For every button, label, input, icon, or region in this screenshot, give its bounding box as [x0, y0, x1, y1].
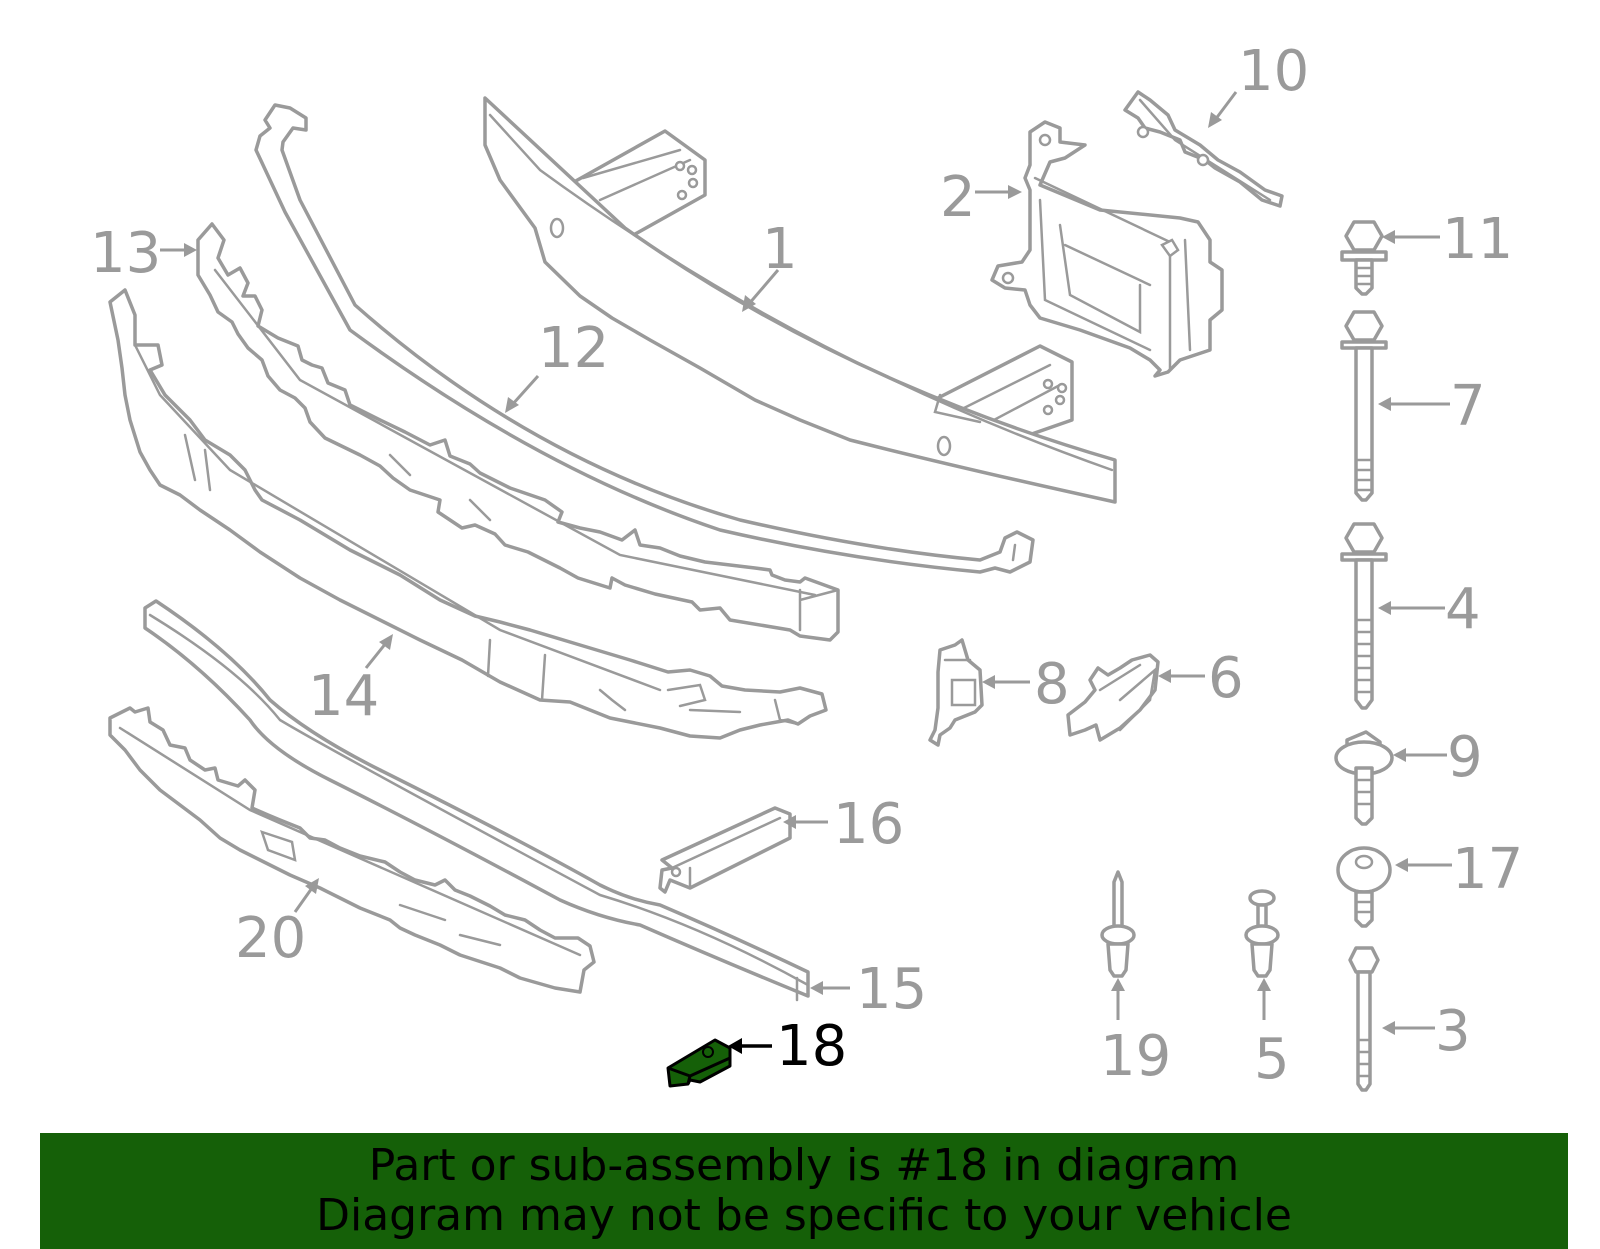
callout-18-highlighted: 18 [776, 1014, 847, 1079]
callout-13: 13 [90, 221, 161, 286]
callout-7: 7 [1450, 374, 1486, 439]
part-7-bolt [1340, 310, 1388, 502]
callout-16: 16 [833, 792, 904, 857]
callout-9: 9 [1447, 725, 1483, 790]
part-18-clip-highlighted[interactable] [666, 1038, 732, 1088]
part-14-lower-carrier [108, 288, 828, 740]
part-4-bolt [1340, 522, 1388, 710]
callout-19: 19 [1100, 1024, 1171, 1089]
part-1-bumper-reinforcement [483, 96, 1117, 504]
callout-3: 3 [1435, 999, 1471, 1064]
part-9-screw [1334, 730, 1394, 826]
callout-17: 17 [1452, 837, 1523, 902]
part-12-absorber-strip [254, 103, 1035, 574]
callout-10: 10 [1238, 39, 1309, 104]
part-5-rivet [1244, 889, 1280, 978]
part-16-bar [658, 806, 792, 894]
callout-15: 15 [856, 957, 927, 1022]
callout-6: 6 [1208, 646, 1244, 711]
part-13-energy-absorber [196, 222, 840, 642]
banner-line-2: Diagram may not be specific to your vehi… [316, 1190, 1292, 1241]
callout-labels: 1 2 10 11 7 4 9 17 3 19 5 6 8 16 15 13 1… [90, 39, 1523, 1092]
callout-5: 5 [1254, 1027, 1290, 1092]
callout-12: 12 [538, 316, 609, 381]
callout-8: 8 [1034, 652, 1070, 717]
callout-1: 1 [762, 217, 798, 282]
part-17-screw [1336, 846, 1392, 928]
banner-line-1: Part or sub-assembly is #18 in diagram [368, 1140, 1240, 1191]
part-11-bolt [1340, 220, 1388, 296]
part-19-rivet [1100, 870, 1136, 978]
part-10-small-bracket [1123, 90, 1284, 208]
part-8-plate [928, 638, 984, 747]
leader-lines [160, 91, 1452, 1054]
callout-20: 20 [235, 906, 306, 971]
callout-14: 14 [308, 664, 379, 729]
part-6-bracket [1066, 653, 1160, 742]
part-2-bracket [990, 120, 1224, 378]
part-3-bolt [1348, 946, 1380, 1092]
part-15-trim-strip [143, 599, 810, 1002]
part-20-deflector [108, 706, 596, 994]
callout-4: 4 [1445, 577, 1481, 642]
callout-11: 11 [1442, 207, 1513, 272]
callout-2: 2 [940, 165, 976, 230]
info-banner: Part or sub-assembly is #18 in diagram D… [40, 1133, 1568, 1249]
